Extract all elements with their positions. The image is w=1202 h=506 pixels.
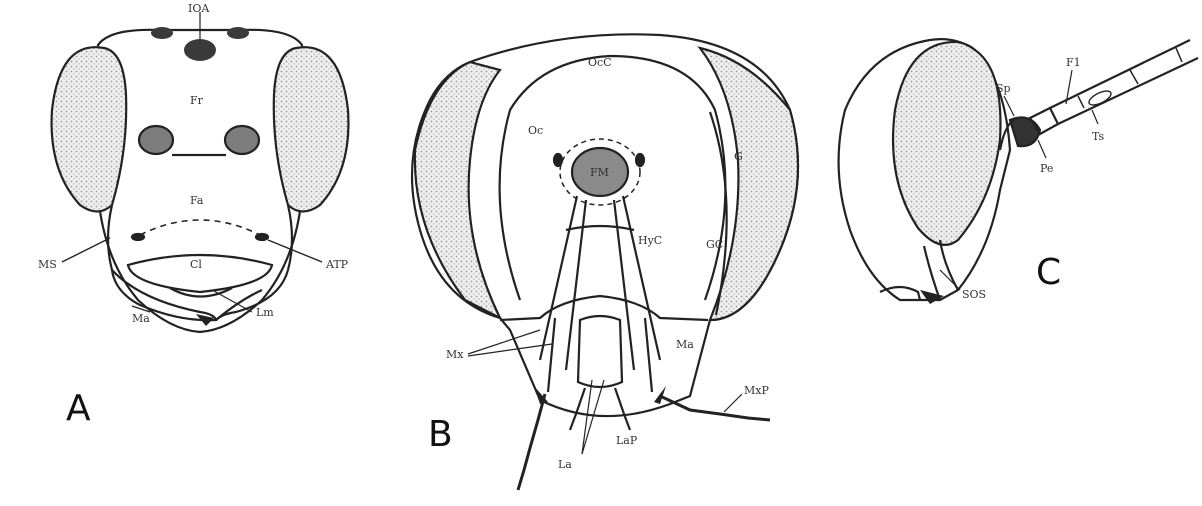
left-mandible <box>112 270 216 320</box>
label-g: G <box>734 150 743 163</box>
label-sp: Sp <box>996 82 1011 95</box>
label-gc: GC <box>706 238 723 251</box>
epistomal-suture <box>140 220 260 235</box>
left-eye-b <box>415 62 500 318</box>
left-lateral-ocellus <box>151 27 173 39</box>
label-fa: Fa <box>190 194 204 207</box>
label-fm: FM <box>590 166 609 179</box>
label-mx: Mx <box>446 348 464 361</box>
panel-label-c: C <box>1036 252 1061 293</box>
right-eye-b <box>700 48 798 320</box>
label-atp: ATP <box>325 258 349 271</box>
label-ma-a: Ma <box>132 312 150 325</box>
panel-a-frontal-view <box>52 12 349 332</box>
panel-c-lateral-view <box>839 39 1198 304</box>
label-lm: Lm <box>256 306 274 319</box>
label-ms: MS <box>38 258 57 271</box>
maxillary-palp-left <box>518 394 545 490</box>
label-ioa: IOA <box>188 2 210 15</box>
label-la: La <box>558 458 572 471</box>
lateral-compound-eye <box>893 42 1000 245</box>
label-hyc: HyC <box>638 234 662 247</box>
label-lap: LaP <box>616 434 638 447</box>
panel-label-b: B <box>428 414 453 455</box>
labium <box>578 316 622 387</box>
label-sos: SOS <box>962 288 986 301</box>
label-ts: Ts <box>1092 130 1105 143</box>
right-compound-eye <box>274 47 349 211</box>
head-capsule-outline-a <box>98 30 302 332</box>
median-ocellus <box>184 39 216 61</box>
left-compound-eye <box>52 47 127 211</box>
antennal-socket-c <box>1010 118 1040 147</box>
labial-palp-right <box>615 388 630 430</box>
label-ma-b: Ma <box>676 338 694 351</box>
left-antennal-socket <box>139 126 173 154</box>
label-oc: Oc <box>528 124 543 137</box>
panel-b-posterior-view <box>412 34 798 490</box>
label-pe: Pe <box>1040 162 1053 175</box>
label-occ: OcC <box>588 56 612 69</box>
label-mxp: MxP <box>744 384 769 397</box>
labial-palp-left <box>570 388 585 430</box>
panel-label-a: A <box>66 388 91 429</box>
right-lateral-ocellus <box>227 27 249 39</box>
label-cl: Cl <box>190 258 202 271</box>
flagellum <box>1050 40 1198 124</box>
label-fr: Fr <box>190 94 204 107</box>
right-antennal-socket <box>225 126 259 154</box>
label-f1: F1 <box>1066 56 1081 69</box>
maxillary-palp-right <box>660 396 770 420</box>
